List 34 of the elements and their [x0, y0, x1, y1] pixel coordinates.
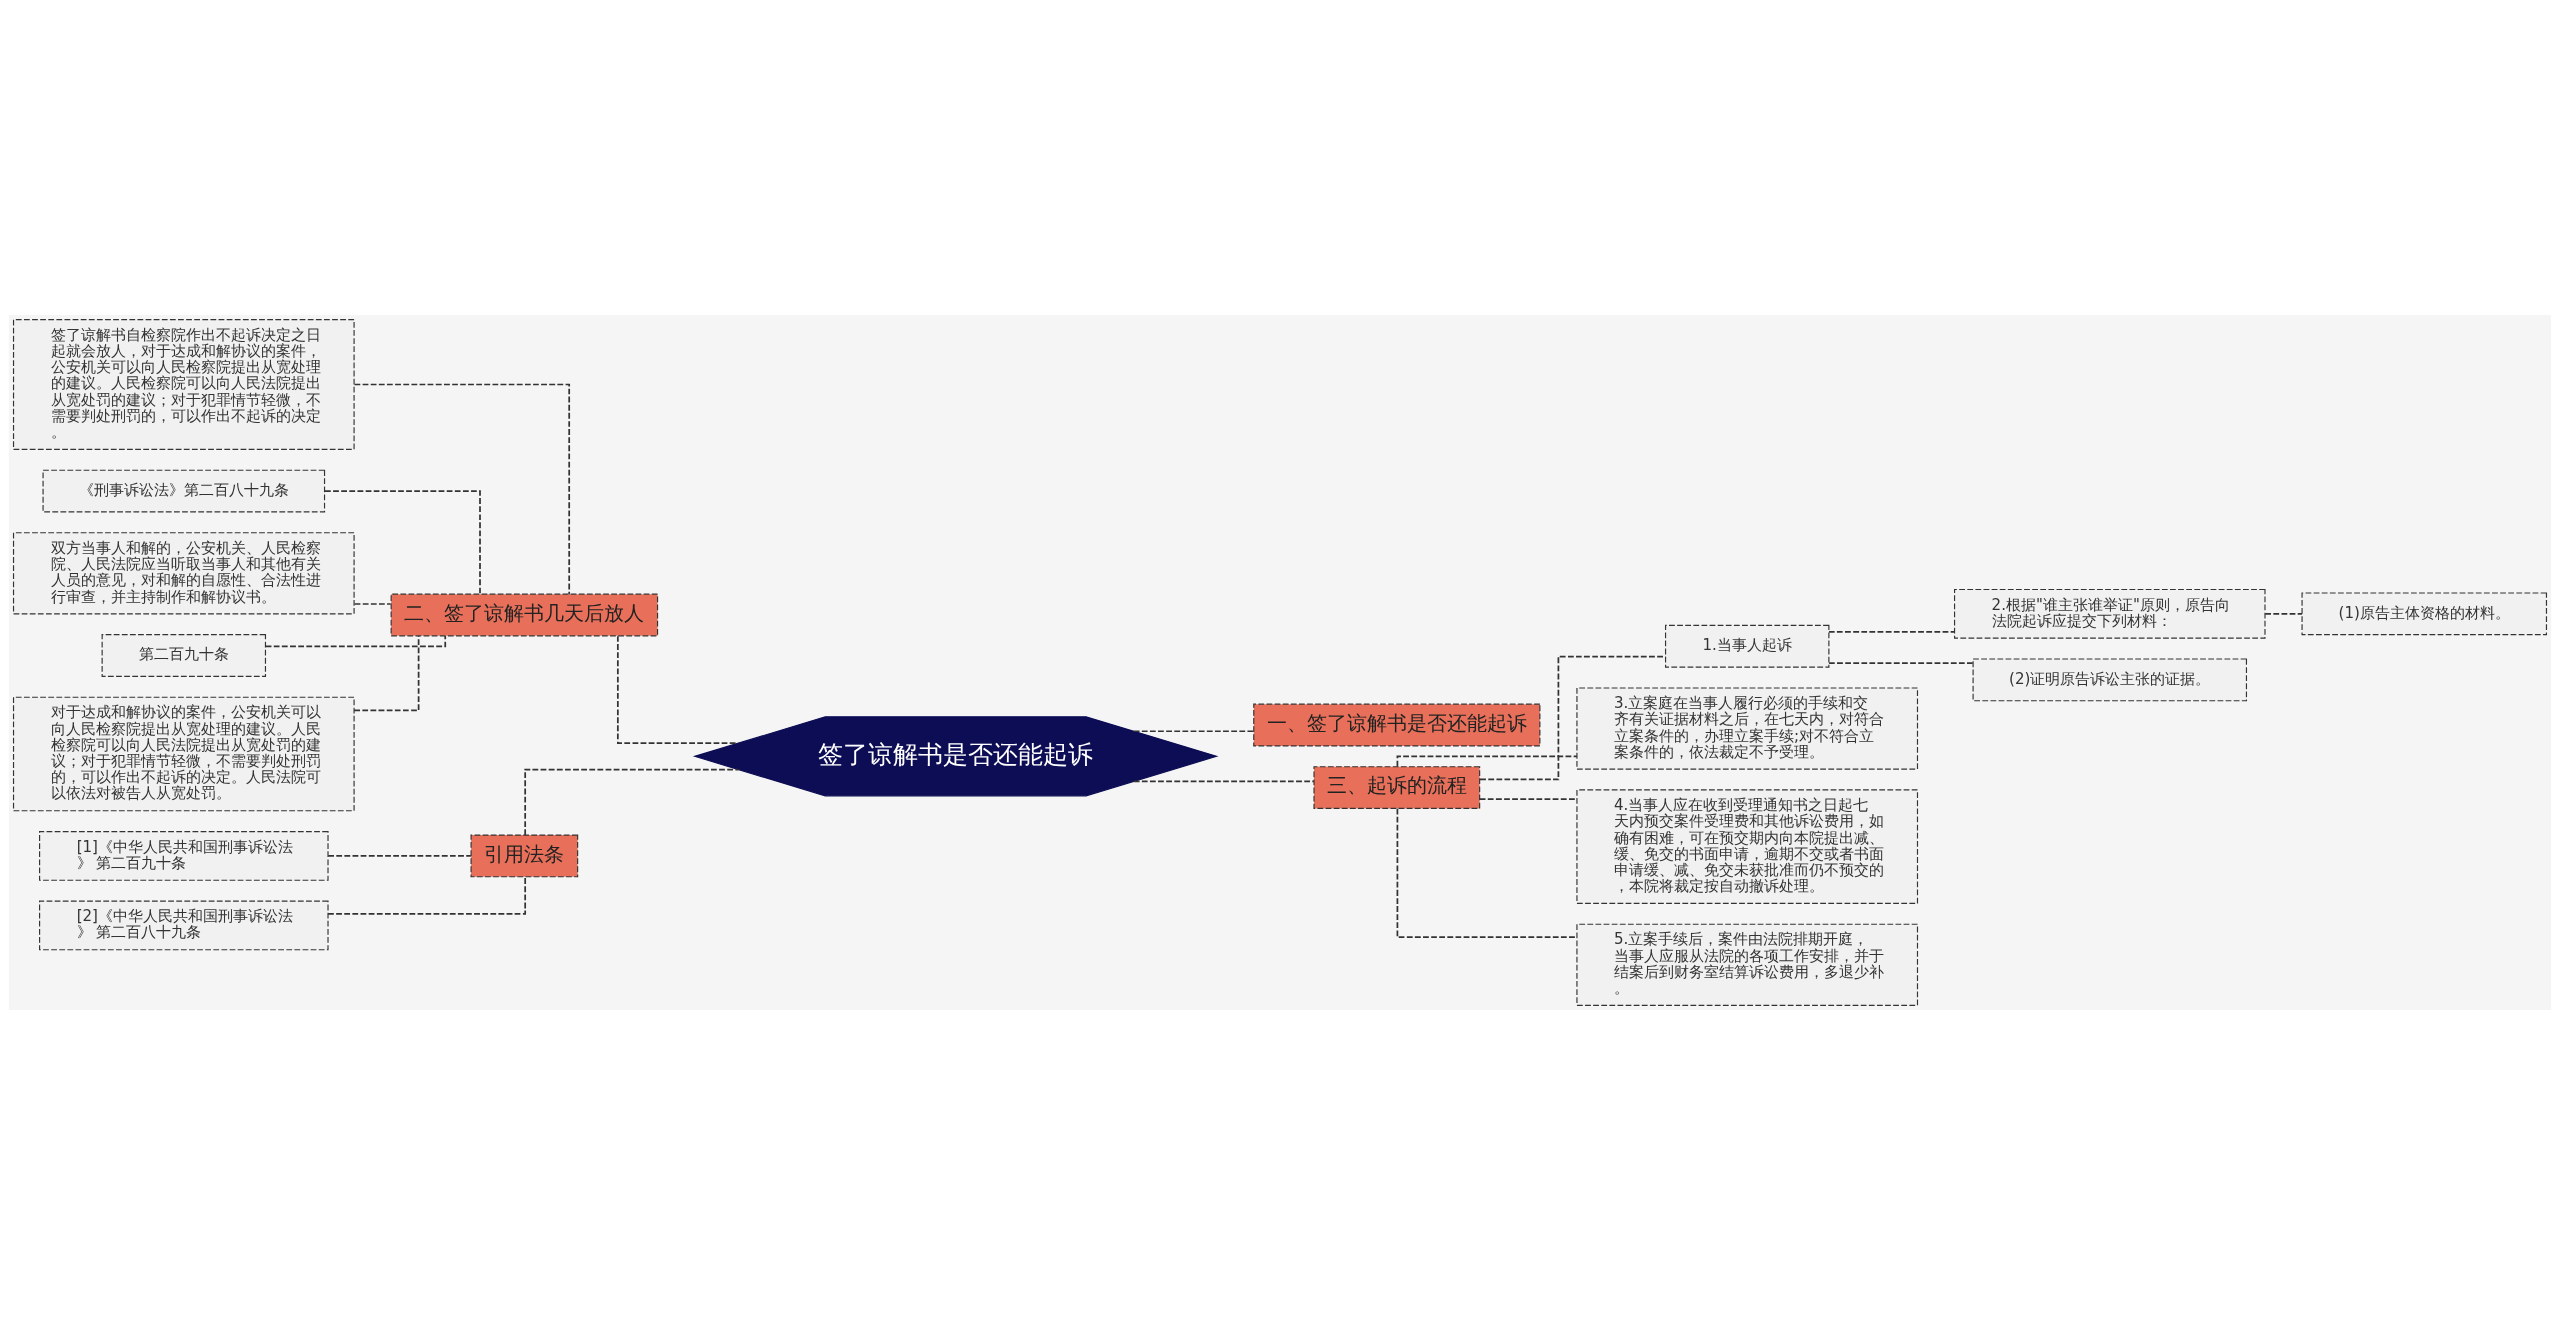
node-box: 《刑事诉讼法》第二百八十九条 — [42, 469, 326, 513]
node-box: 双方当事人和解的，公安机关、人民检察院、人民法院应当听取当事人和其他有关人员的意见，对和解的自愿性、合法性进行审查，并主持制作和解协议书。 — [12, 532, 355, 615]
connector — [1828, 662, 1974, 664]
connector — [353, 603, 392, 605]
node-box: 签了谅解书自检察院作出不起诉决定之日起就会放人，对于达成和解协议的案件，公安机关可以向人民检察院提出从宽处理的建议。人民检察院可以向人民法院提出从宽处罚的建议；对于犯罪情节轻微，不需要判处刑罚的，可以作出不起诉的决定。 — [12, 319, 355, 450]
connector — [327, 855, 472, 857]
connector — [1132, 780, 1315, 783]
node-box: 4.当事人应在收到受理通知书之日起七天内预交案件受理费和其他诉讼费用，如确有困难，可在预交期内向本院提出减、缓、免交的书面申请，逾期不交或者书面申请缓、减、免交未获批准而仍不预交的，本院将裁定按自动撤诉处理。 — [1576, 789, 1919, 904]
node-box: [2]《中华人民共和国刑事诉讼法》 第二百八十九条 — [39, 900, 329, 951]
node-box: (1)原告主体资格的材料。 — [2301, 592, 2548, 636]
node-box: [1]《中华人民共和国刑事诉讼法》 第二百九十条 — [39, 831, 329, 881]
node-box: 二、签了谅解书几天后放人 — [390, 593, 659, 637]
connector — [524, 768, 740, 836]
connector — [353, 383, 571, 595]
connector — [327, 876, 527, 915]
connector — [353, 635, 420, 712]
node-box: 引用法条 — [470, 834, 579, 878]
node-box: 5.立案手续后，案件由法院排期开庭，当事人应服从法院的各项工作安排，并于结案后到财务室结算诉讼费用，多退少补。 — [1576, 923, 1919, 1006]
connector — [1479, 798, 1578, 801]
connector — [324, 490, 481, 595]
node-box: 3.立案庭在当事人履行必须的手续和交齐有关证据材料之后，在七天内，对符合立案条件的，办理立案手续;对不符合立案条件的，依法裁定不予受理。 — [1576, 687, 1919, 770]
connector — [2264, 613, 2303, 615]
node-box: 对于达成和解协议的案件，公安机关可以向人民检察院提出从宽处理的建议。人民检察院可以向人民法院提出从宽处罚的建议；对于犯罪情节轻微，不需要判处刑罚的，可以作出不起诉的决定。人民法院可以依法对被告人从宽处罚。 — [12, 696, 355, 812]
connector — [264, 635, 447, 648]
connector — [1828, 630, 1956, 633]
connector — [1396, 755, 1578, 768]
node-box: (2)证明原告诉讼主张的证据。 — [1972, 658, 2248, 702]
node-box: 一、签了谅解书是否还能起诉 — [1253, 703, 1541, 747]
node-box: 2.根据"谁主张谁举证"原则，原告向法院起诉应提交下列材料： — [1954, 588, 2266, 639]
connector — [1396, 807, 1578, 938]
node-box: 三、起诉的流程 — [1313, 766, 1481, 810]
node-box: 第二百九十条 — [101, 634, 267, 677]
node-box: 1.当事人起诉 — [1665, 624, 1830, 668]
connector — [1132, 730, 1255, 733]
